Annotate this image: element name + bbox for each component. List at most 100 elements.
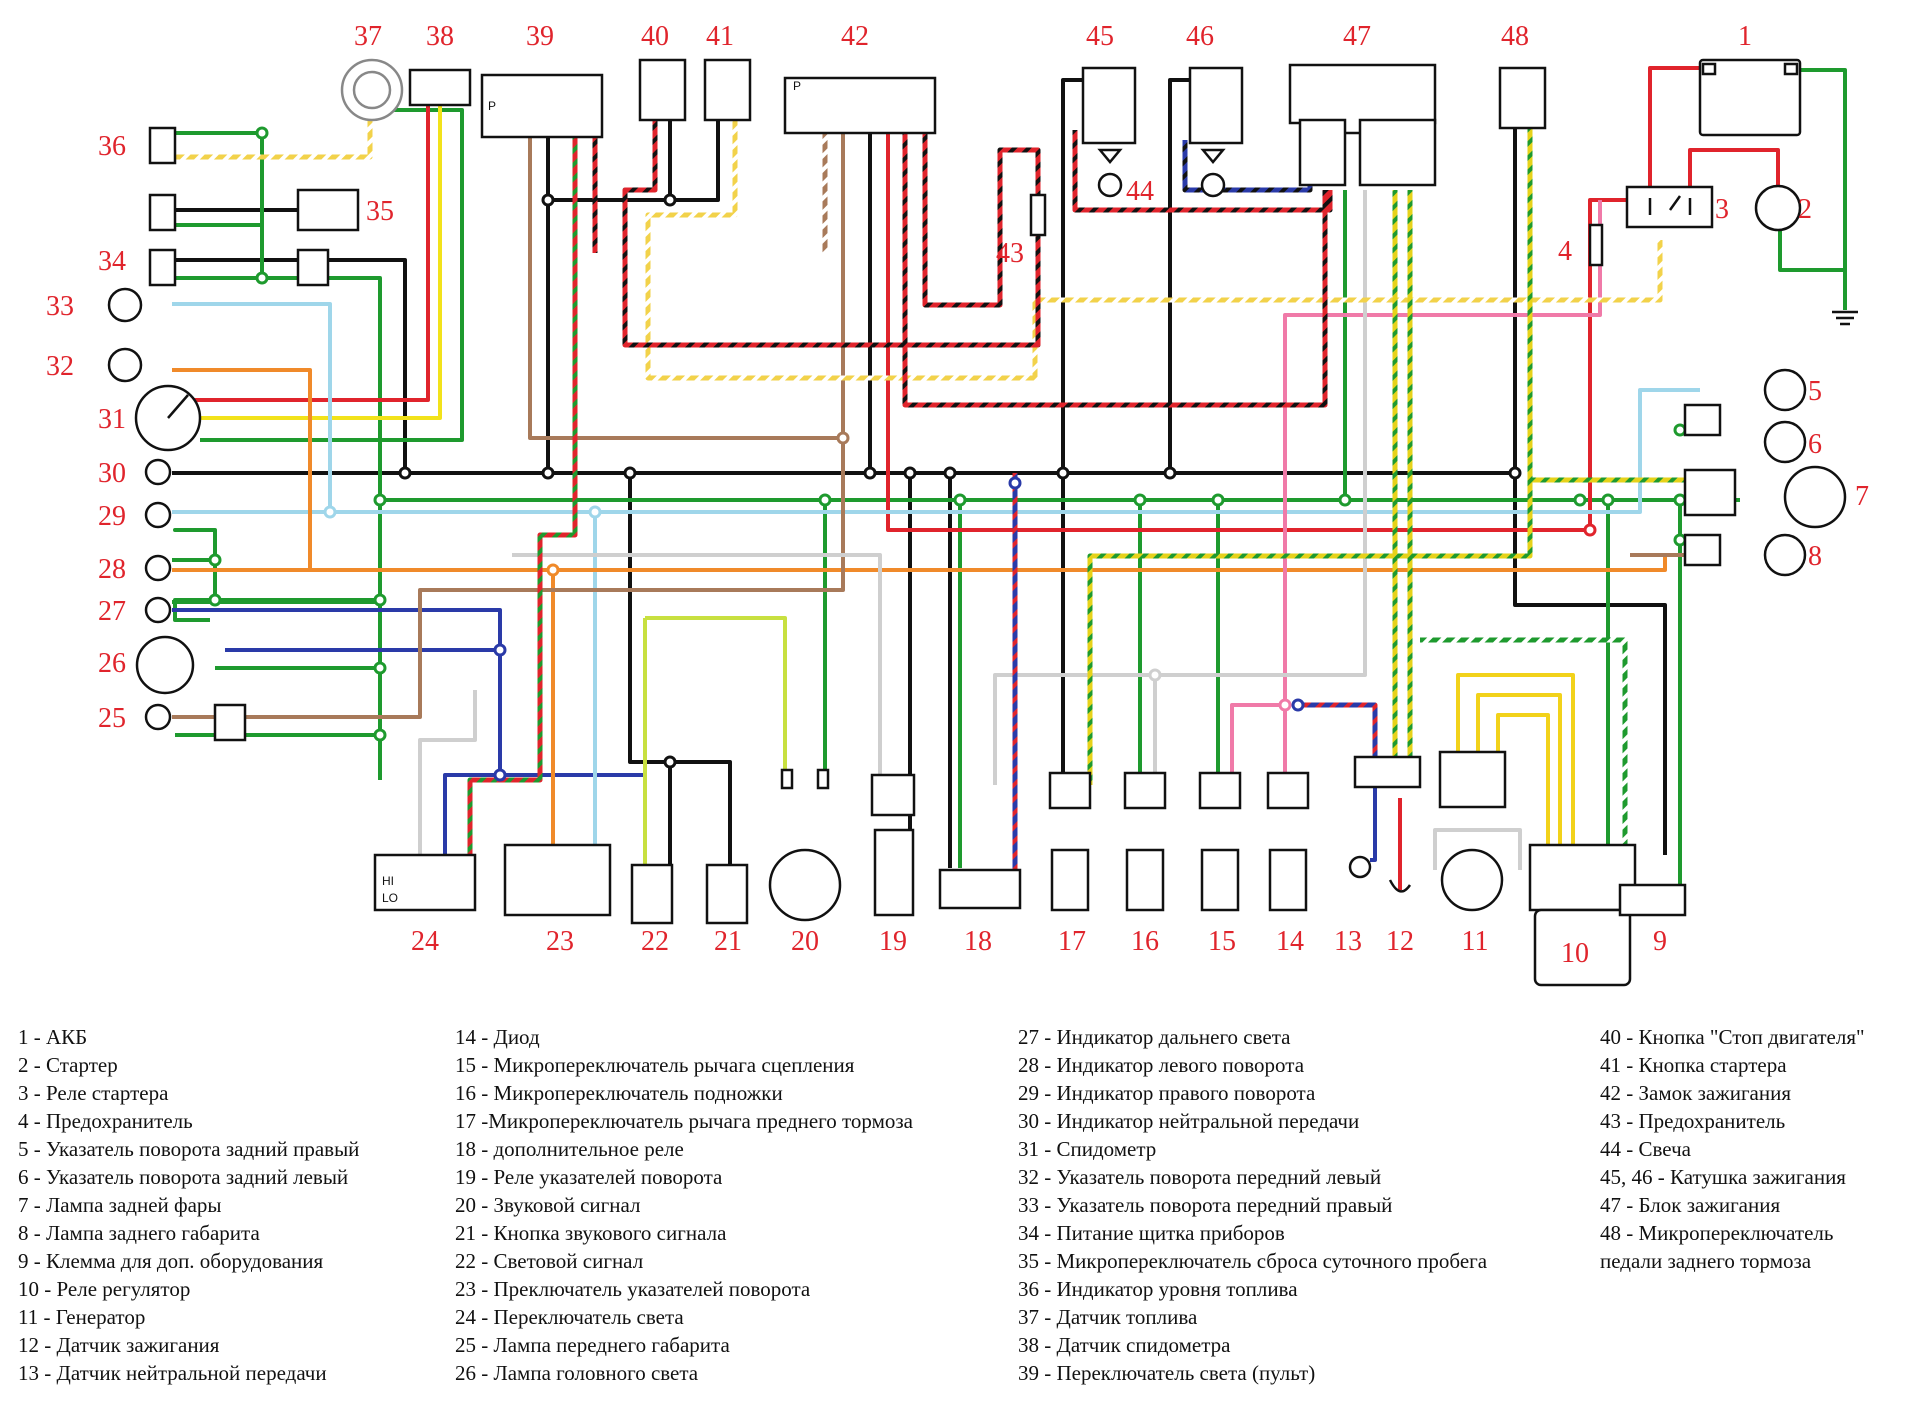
label-4: 4 <box>1558 236 1572 267</box>
rear-right-turn-bulb <box>1763 368 1807 412</box>
horn-button <box>705 863 749 925</box>
coil-arrow <box>1200 148 1226 164</box>
label-36: 36 <box>98 131 126 162</box>
wire-grey-16 <box>993 673 1157 785</box>
label-18: 18 <box>964 926 992 957</box>
spark-plug <box>1097 172 1123 198</box>
legend-item: 42 - Замок зажигания <box>1600 1081 1792 1105</box>
legend-item: 36 - Индикатор уровня топлива <box>1018 1277 1298 1301</box>
label-14: 14 <box>1276 926 1304 957</box>
junction <box>208 553 222 567</box>
wire-red-42 <box>886 133 1590 532</box>
wire-gw-10 <box>1420 637 1628 855</box>
accessory-terminal <box>1618 883 1687 917</box>
label-39: 39 <box>526 21 554 52</box>
junction <box>953 493 967 507</box>
ignition-pickup <box>1388 879 1412 893</box>
switch-connector <box>1048 771 1092 810</box>
legend-item: 9 - Клемма для доп. оборудования <box>18 1249 324 1273</box>
junction <box>663 755 677 769</box>
legend-item: 18 - дополнительное реле <box>455 1137 684 1161</box>
rear-left-turn-bulb <box>1763 420 1807 464</box>
wire-pink-15 <box>1230 703 1285 785</box>
label-28: 28 <box>98 554 126 585</box>
legend-item: 17 -Микропереключатель рычага преднего т… <box>455 1109 913 1133</box>
junction <box>663 193 677 207</box>
ignition-coil <box>1188 66 1244 145</box>
label-37: 37 <box>354 21 382 52</box>
component-number-labels: 1 2 3 4 5 6 7 8 9 10 11 12 13 14 15 16 1… <box>46 21 1869 969</box>
wire-lightblue-23 <box>172 510 597 850</box>
relay-contact <box>1648 195 1692 215</box>
legend-item: 32 - Указатель поворота передний левый <box>1018 1165 1382 1189</box>
label-2: 2 <box>1798 194 1812 225</box>
legend-item: 33 - Указатель поворота передний правый <box>1018 1193 1393 1217</box>
flasher-relay <box>870 773 916 817</box>
label-44: 44 <box>1126 176 1154 207</box>
junction <box>943 466 957 480</box>
legend-column-3: 27 - Индикатор дальнего света 28 - Индик… <box>1018 1023 1487 1387</box>
junction <box>818 493 832 507</box>
legend-item: 19 - Реле указателей поворота <box>455 1165 723 1189</box>
legend-item: 27 - Индикатор дальнего света <box>1018 1025 1291 1049</box>
passing-light-button <box>630 863 674 925</box>
junction-dots <box>208 126 1687 782</box>
wire-blue-24 <box>443 773 500 862</box>
label-31: 31 <box>98 404 126 435</box>
junction <box>1338 493 1352 507</box>
legend-item: 31 - Спидометр <box>1018 1137 1157 1161</box>
junction <box>1278 698 1292 712</box>
label-45: 45 <box>1086 21 1114 52</box>
legend-item: 11 - Генератор <box>18 1305 146 1329</box>
connector <box>148 248 177 287</box>
junction <box>836 431 850 445</box>
junction <box>1291 698 1305 712</box>
label-29: 29 <box>98 501 126 532</box>
legend-item: 15 - Микропереключатель рычага сцепления <box>455 1053 855 1077</box>
legend-item: 26 - Лампа головного света <box>455 1361 699 1385</box>
wire-grey-24 <box>418 690 477 862</box>
label-48: 48 <box>1501 21 1529 52</box>
horn-terminal <box>780 768 794 790</box>
legend-item: 23 - Преключатель указателей поворота <box>455 1277 811 1301</box>
wire-grey-11 <box>1433 828 1522 870</box>
rear-parking-bulb <box>1763 533 1807 577</box>
switch-text: P P HI LO <box>382 79 801 905</box>
label-6: 6 <box>1808 429 1822 460</box>
legend-item: 45, 46 - Катушка зажигания <box>1600 1165 1846 1189</box>
rear-brake-switch <box>1498 66 1547 130</box>
label-41: 41 <box>706 21 734 52</box>
legend-column-4: 40 - Кнопка "Стоп двигателя" 41 - Кнопка… <box>1600 1023 1865 1275</box>
legend-item: педали заднего тормоза <box>1600 1249 1812 1273</box>
horn-terminal <box>816 768 830 790</box>
junction <box>1211 493 1225 507</box>
turn-signal-switch <box>503 843 612 917</box>
legend-item: 2 - Стартер <box>18 1053 118 1077</box>
wire-grey-19 <box>512 553 882 786</box>
spark-plug <box>1200 172 1226 198</box>
label-13: 13 <box>1334 926 1362 957</box>
flasher-relay-body <box>873 828 915 917</box>
battery-terminal <box>1783 62 1799 76</box>
wire-black-40-41 <box>548 120 720 202</box>
label-26: 26 <box>98 648 126 679</box>
junction <box>903 466 917 480</box>
label-23: 23 <box>546 926 574 957</box>
legend-item: 48 - Микропереключатель <box>1600 1221 1834 1245</box>
legend-item: 21 - Кнопка звукового сигнала <box>455 1221 727 1245</box>
label-34: 34 <box>98 246 126 277</box>
auxiliary-relay <box>938 868 1022 910</box>
front-brake-switch <box>1050 848 1090 912</box>
junction <box>1163 466 1177 480</box>
junction <box>541 466 555 480</box>
label-7: 7 <box>1855 481 1869 512</box>
wire-blue-13 <box>1370 787 1377 862</box>
label-8: 8 <box>1808 541 1822 572</box>
wire-rb-47 <box>1072 130 1333 213</box>
label-32: 32 <box>46 351 74 382</box>
neutral-sensor <box>1348 855 1372 879</box>
stop-engine-button <box>638 58 687 122</box>
junction <box>493 643 507 657</box>
wire-yw-36 <box>175 120 373 160</box>
junction <box>255 271 269 285</box>
